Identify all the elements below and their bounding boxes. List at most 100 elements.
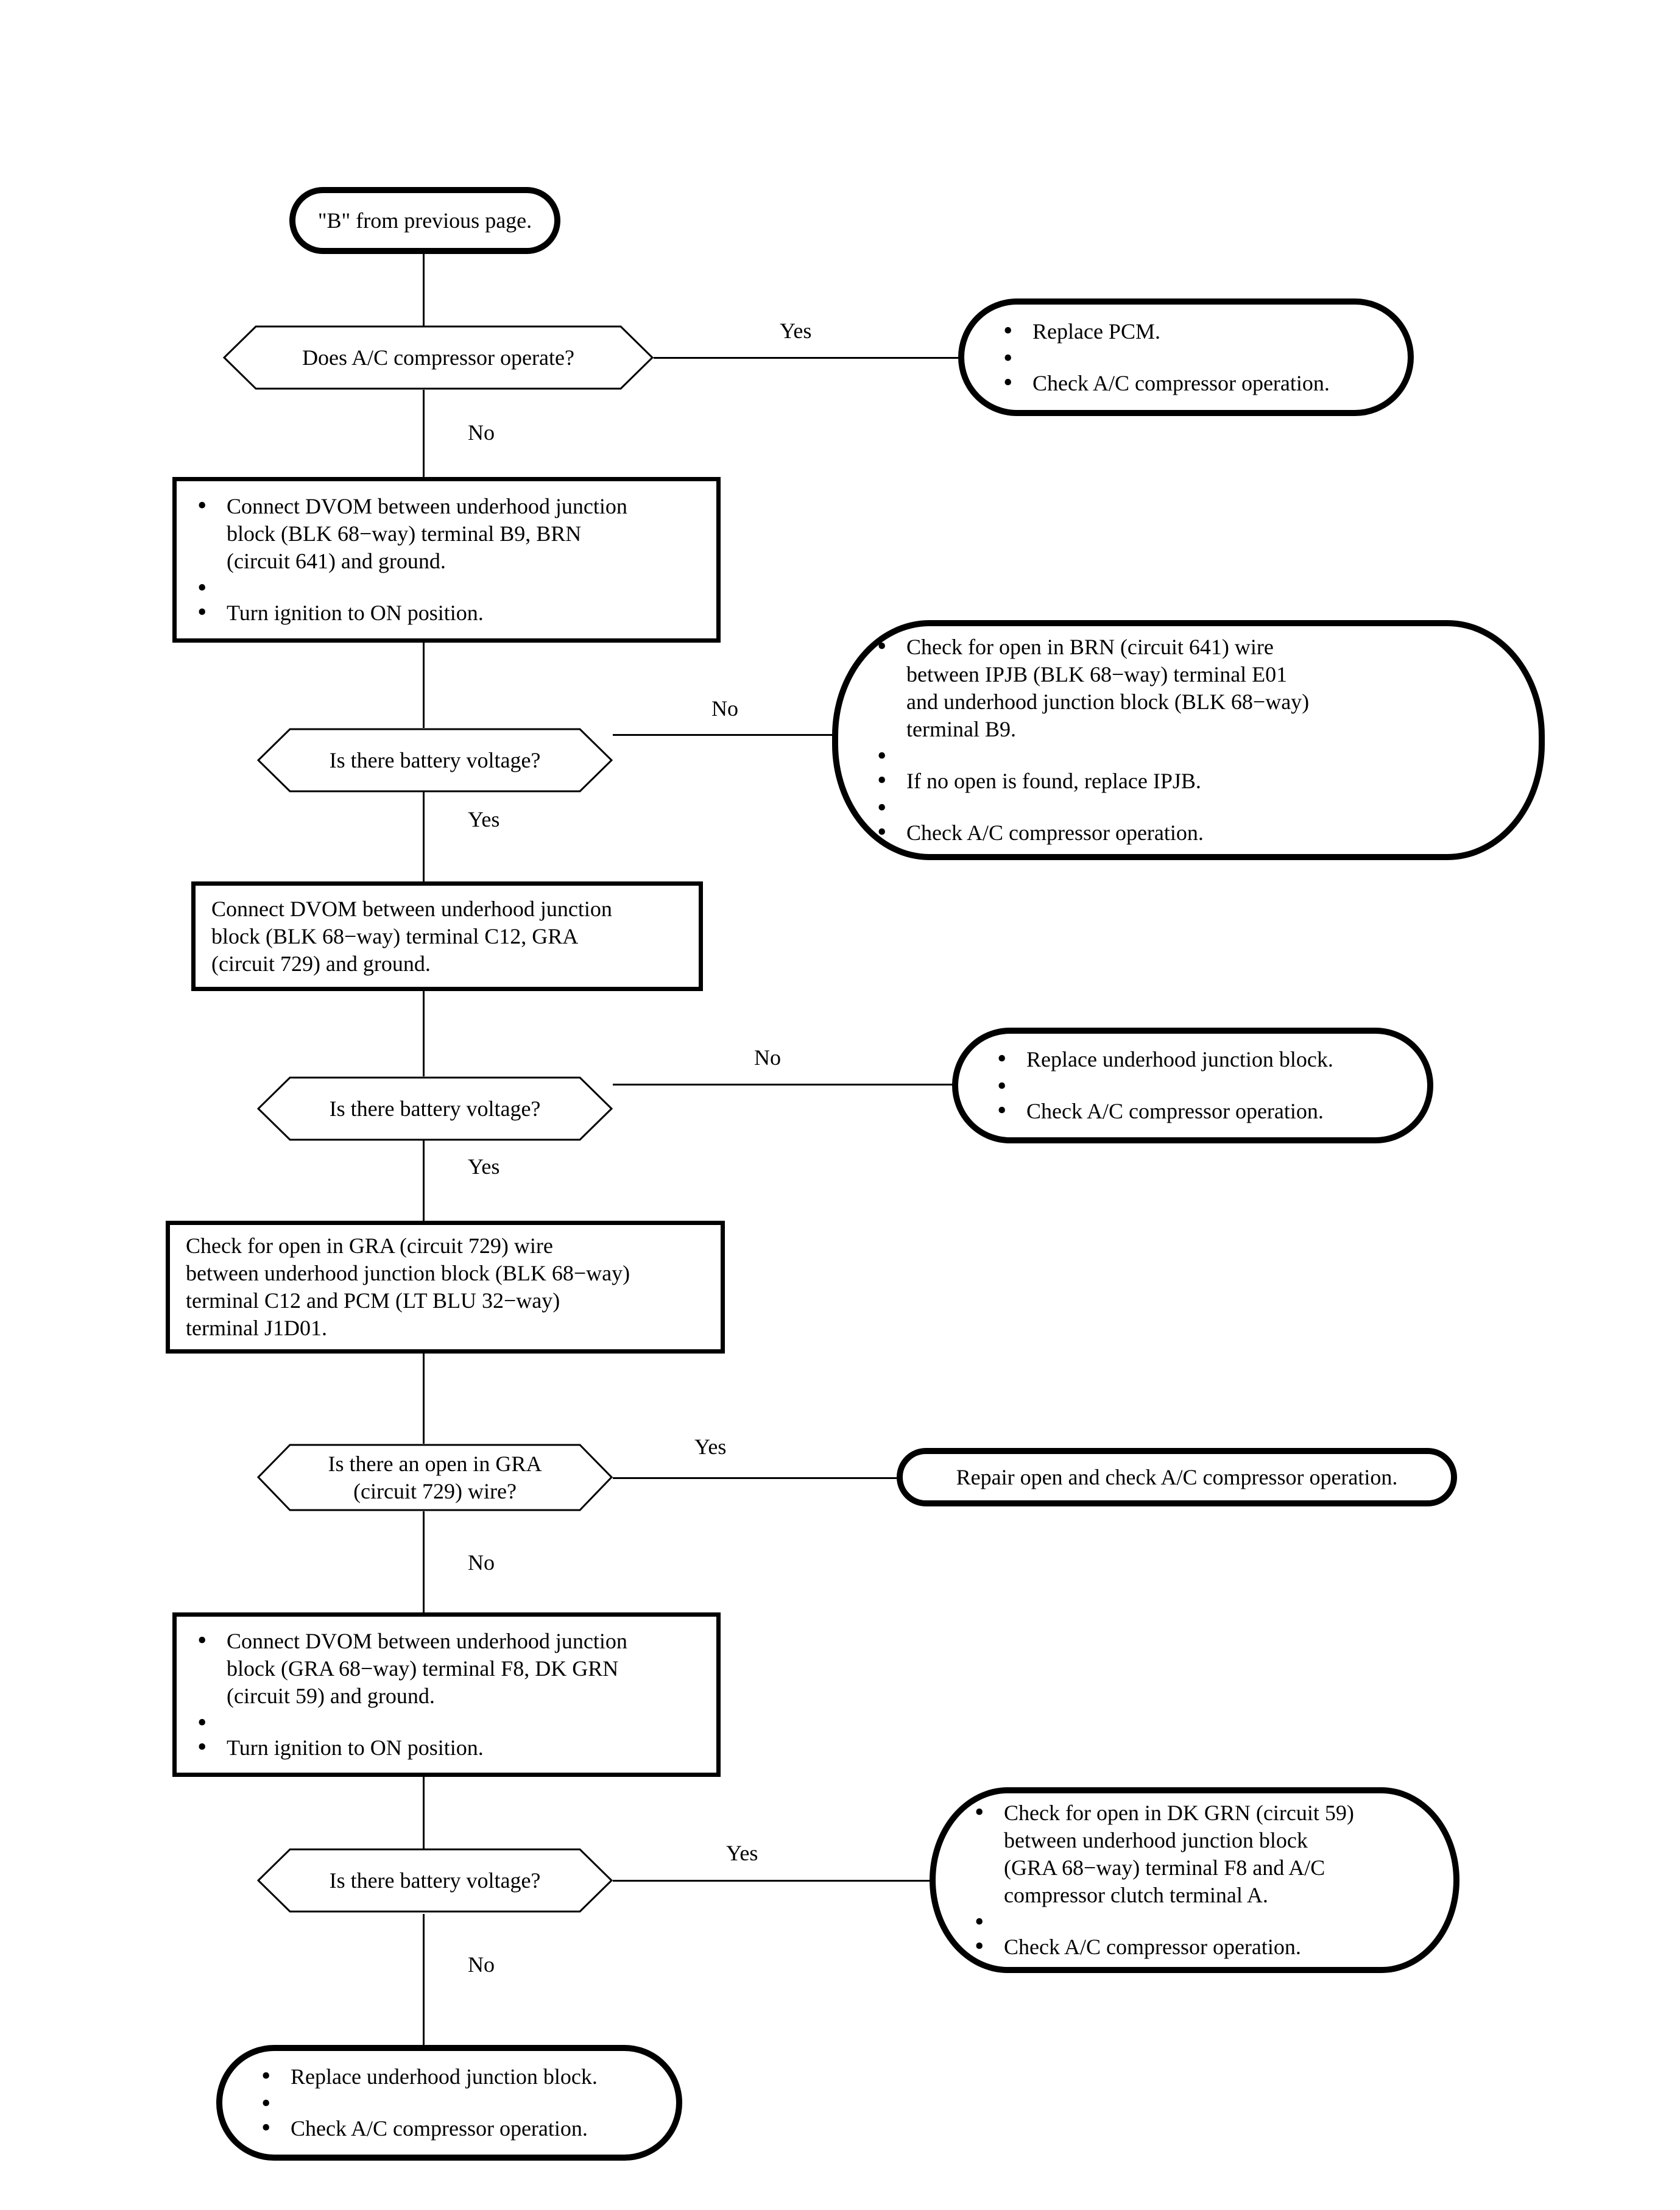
node-terminator-replace-ujb-1[interactable]: Replace underhood junction block. Check …	[952, 1028, 1433, 1143]
node-decision-battery-voltage-3[interactable]: Is there battery voltage?	[257, 1848, 613, 1913]
line: Check for open in GRA (circuit 729) wire	[186, 1234, 553, 1258]
node-terminator-check-open-brn[interactable]: Check for open in BRN (circuit 641) wire…	[832, 620, 1545, 860]
hexagon-shape	[257, 1848, 613, 1913]
node-decision-battery-voltage-3-label: Is there battery voltage?	[329, 1868, 541, 1893]
line: between underhood junction block	[1004, 1828, 1308, 1852]
edge-label-d2-yes: Yes	[468, 807, 500, 831]
hexagon-shape	[257, 728, 613, 793]
node-decision-battery-voltage-1-label: Is there battery voltage?	[329, 747, 541, 772]
node-decision-battery-voltage-2[interactable]: Is there battery voltage?	[257, 1076, 613, 1141]
connector-d3-to-p3	[423, 1116, 425, 1221]
line: between IPJB (BLK 68−way) terminal E01	[906, 662, 1288, 687]
bullet-gap	[966, 1908, 1484, 1935]
list-item: Check A/C compressor operation.	[869, 818, 1569, 847]
list-item: Check A/C compressor operation.	[966, 1932, 1484, 1961]
list-item: Check A/C compressor operation.	[989, 1096, 1458, 1125]
list-item: Replace underhood junction block.	[989, 1045, 1458, 1073]
line: Turn ignition to ON position.	[227, 1735, 484, 1760]
line: If no open is found, replace IPJB.	[906, 769, 1201, 793]
edge-label-d5-yes: Yes	[726, 1841, 758, 1865]
list-item: Turn ignition to ON position.	[189, 1733, 729, 1762]
list-item: Check for open in DK GRN (circuit 59) be…	[966, 1798, 1484, 1909]
line: terminal J1D01.	[186, 1316, 327, 1340]
connector-d1-to-p1	[423, 390, 425, 478]
line: Connect DVOM between underhood junction	[227, 494, 627, 518]
node-terminator-replace-ujb-2[interactable]: Replace underhood junction block. Check …	[216, 2045, 682, 2161]
line: block (BLK 68−way) terminal C12, GRA	[211, 923, 579, 948]
node-terminator-check-open-dkgrn[interactable]: Check for open in DK GRN (circuit 59) be…	[930, 1787, 1459, 1973]
node-decision-compressor-operate[interactable]: Does A/C compressor operate?	[223, 325, 654, 390]
node-process-dvom-c12-gra[interactable]: Connect DVOM between underhood junction …	[191, 881, 703, 991]
connector-p2-to-d3	[423, 991, 425, 1076]
list-item: Check A/C compressor operation.	[253, 2114, 707, 2142]
bullet-gap	[869, 742, 1569, 769]
line: Connect DVOM between underhood junction	[227, 1629, 627, 1653]
line: (circuit 729) and ground.	[211, 951, 431, 976]
line: block (BLK 68−way) terminal B9, BRN	[227, 521, 582, 546]
bullet-gap	[989, 1072, 1458, 1100]
node-terminator-repair-open[interactable]: Repair open and check A/C compressor ope…	[897, 1448, 1457, 1506]
connector-p4-to-d5	[423, 1777, 425, 1862]
hexagon-shape	[223, 325, 654, 390]
bullet-gap	[995, 344, 1438, 372]
line: and underhood junction block (BLK 68−way…	[906, 690, 1310, 714]
edge-label-d5-no: No	[468, 1952, 495, 1977]
line: terminal B9.	[906, 717, 1016, 741]
list-item: Replace PCM.	[995, 317, 1438, 345]
connector-p3-to-d4	[423, 1354, 425, 1444]
bullet-gap	[189, 574, 729, 601]
list-item: Check A/C compressor operation.	[995, 369, 1438, 397]
node-decision-battery-voltage-2-label: Is there battery voltage?	[329, 1096, 541, 1121]
line: (circuit 641) and ground.	[227, 549, 446, 573]
node-decision-battery-voltage-1[interactable]: Is there battery voltage?	[257, 728, 613, 793]
line: block (GRA 68−way) terminal F8, DK GRN	[227, 1656, 619, 1681]
edge-label-d3-yes: Yes	[468, 1154, 500, 1179]
connector-d5-yes	[613, 1880, 930, 1882]
line: compressor clutch terminal A.	[1004, 1883, 1268, 1907]
bullet-gap	[189, 1709, 729, 1736]
connector-d1-yes	[654, 357, 958, 359]
node-process-dvom-f8-dkgrn[interactable]: Connect DVOM between underhood junction …	[172, 1612, 721, 1777]
connector-d3-no	[613, 1084, 952, 1086]
line: Check A/C compressor operation.	[1004, 1935, 1301, 1959]
connector-p1-to-d2	[423, 643, 425, 728]
line: terminal C12 and PCM (LT BLU 32−way)	[186, 1288, 560, 1313]
line: between underhood junction block (BLK 68…	[186, 1261, 630, 1285]
line: Turn ignition to ON position.	[227, 601, 484, 625]
connector-d5-to-end	[423, 1914, 425, 2045]
hexagon-shape	[257, 1444, 613, 1511]
node-start-label: "B" from previous page.	[317, 208, 532, 233]
list-item: If no open is found, replace IPJB.	[869, 766, 1569, 795]
node-decision-open-in-gra-label-2: (circuit 729) wire?	[353, 1478, 517, 1503]
connector-d2-to-p2	[423, 766, 425, 881]
hexagon-shape	[257, 1076, 613, 1141]
bullet-gap	[869, 794, 1569, 821]
edge-label-d1-no: No	[468, 420, 495, 445]
connector-d2-no	[613, 734, 832, 736]
line: Check for open in DK GRN (circuit 59)	[1004, 1801, 1354, 1825]
list-item: Check for open in BRN (circuit 641) wire…	[869, 632, 1569, 743]
node-process-dvom-b9-brn[interactable]: Connect DVOM between underhood junction …	[172, 477, 721, 643]
edge-label-d1-yes: Yes	[780, 319, 812, 343]
edge-label-d4-yes: Yes	[694, 1435, 727, 1459]
line: Connect DVOM between underhood junction	[211, 896, 612, 921]
list-item: Connect DVOM between underhood junction …	[189, 492, 729, 575]
line: (GRA 68−way) terminal F8 and A/C	[1004, 1855, 1325, 1880]
node-decision-open-in-gra-label: Is there an open in GRA	[328, 1451, 542, 1476]
list-item: Replace underhood junction block.	[253, 2062, 707, 2091]
bullet-gap	[253, 2089, 707, 2117]
edge-label-d4-no: No	[468, 1550, 495, 1575]
edge-label-d3-no: No	[754, 1045, 781, 1070]
line: (circuit 59) and ground.	[227, 1684, 435, 1708]
node-process-check-open-gra[interactable]: Check for open in GRA (circuit 729) wire…	[166, 1221, 725, 1354]
node-decision-compressor-operate-label: Does A/C compressor operate?	[302, 345, 574, 370]
node-start[interactable]: "B" from previous page.	[289, 187, 560, 254]
node-decision-open-in-gra[interactable]: Is there an open in GRA (circuit 729) wi…	[257, 1444, 613, 1511]
node-terminator-replace-pcm[interactable]: Replace PCM. Check A/C compressor operat…	[958, 298, 1414, 416]
connector-d4-yes	[613, 1477, 897, 1479]
list-item: Turn ignition to ON position.	[189, 598, 729, 627]
node-terminator-repair-open-label: Repair open and check A/C compressor ope…	[956, 1464, 1398, 1489]
edge-label-d2-no: No	[711, 696, 738, 721]
connector-d4-to-p4	[423, 1511, 425, 1612]
